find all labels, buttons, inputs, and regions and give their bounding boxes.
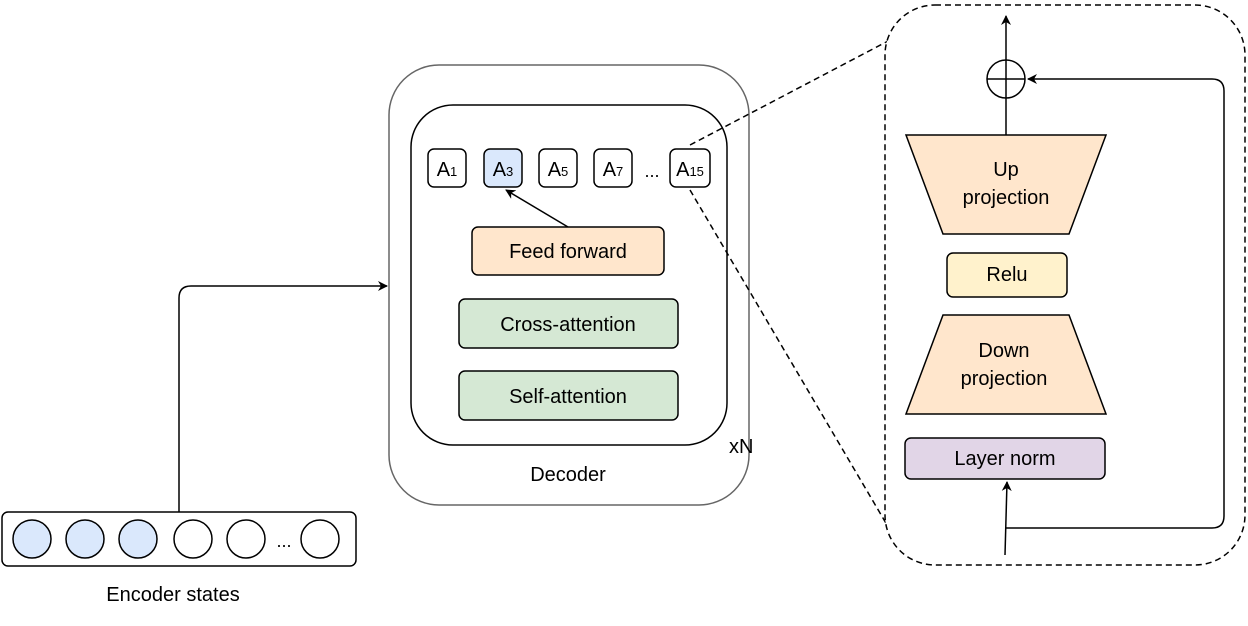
zoom-line-bottom: [689, 189, 891, 531]
svg-text:Feed forward: Feed forward: [509, 241, 627, 263]
svg-text:A1: A1: [437, 159, 458, 181]
encoder-to-decoder-arrow: [178, 281, 388, 512]
encoder-states-label: Encoder states: [106, 584, 239, 606]
encoder-state-circle: [12, 519, 52, 559]
svg-text:projection: projection: [963, 187, 1050, 209]
svg-text:Relu: Relu: [986, 264, 1027, 286]
relu-block: Relu: [946, 252, 1068, 298]
layer-norm-block: Layer norm: [904, 437, 1106, 480]
encoder-ellipsis: ...: [276, 531, 291, 551]
adapter-a1: A1: [427, 148, 467, 188]
up-projection-block: Up projection: [904, 134, 1108, 235]
adapter-ellipsis: ...: [644, 161, 659, 181]
adapter-a7: A7: [593, 148, 633, 188]
encoder-state-circle: [65, 519, 105, 559]
feed-forward-block: Feed forward: [471, 226, 665, 276]
adapter-a5: A5: [538, 148, 578, 188]
decoder-label: Decoder: [530, 464, 606, 486]
svg-text:Up: Up: [993, 159, 1019, 181]
encoder-state-circle: [226, 519, 266, 559]
svg-text:A5: A5: [548, 159, 569, 181]
svg-text:projection: projection: [961, 368, 1048, 390]
residual-connection-arrow: [1006, 74, 1225, 529]
self-attention-block: Self-attention: [458, 370, 679, 421]
adapter-a3: A3: [483, 148, 523, 188]
input-to-layernorm-arrow: [1001, 481, 1012, 556]
encoder-state-circle: [173, 519, 213, 559]
feedforward-to-adapter-arrow: [505, 189, 569, 228]
encoder-state-circle: [118, 519, 158, 559]
adapter-a15: A15: [669, 148, 711, 188]
cross-attention-block: Cross-attention: [458, 298, 679, 349]
down-projection-block: Down projection: [904, 314, 1108, 415]
decoder-repeat-label: xN: [729, 436, 753, 458]
svg-text:Cross-attention: Cross-attention: [500, 314, 636, 336]
svg-text:Self-attention: Self-attention: [509, 386, 627, 408]
svg-text:A15: A15: [676, 159, 704, 181]
encoder-state-circles: [12, 519, 340, 559]
encoder-state-circle: [300, 519, 340, 559]
svg-text:A3: A3: [493, 159, 514, 181]
zoom-line-top: [689, 39, 891, 146]
svg-text:Down: Down: [978, 340, 1029, 362]
add-operation-icon: [986, 59, 1026, 99]
svg-text:A7: A7: [603, 159, 624, 181]
svg-text:Layer norm: Layer norm: [954, 448, 1055, 470]
